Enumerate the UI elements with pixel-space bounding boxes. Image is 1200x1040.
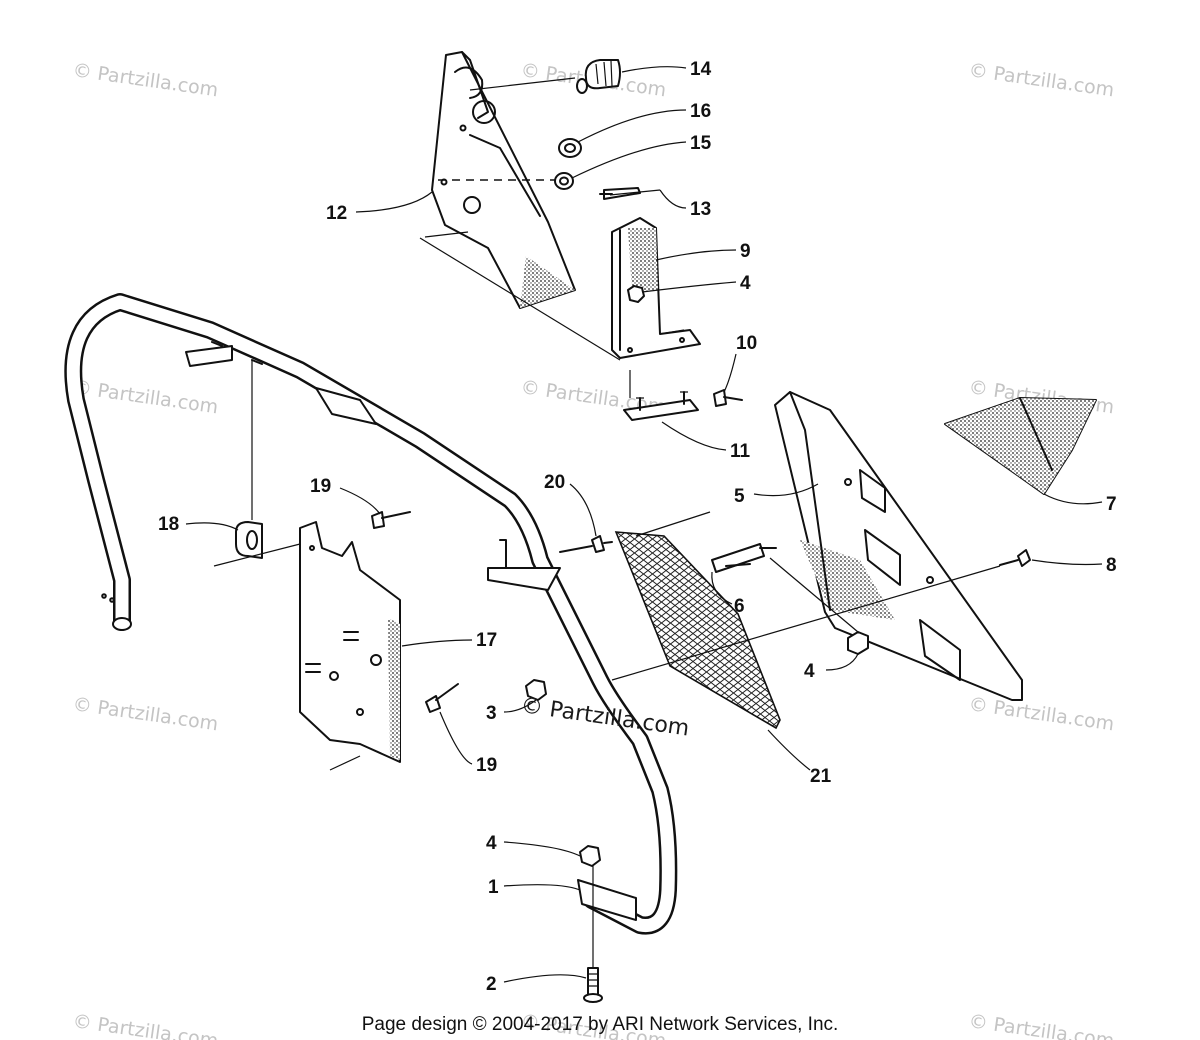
- callout-3: 3: [486, 703, 497, 724]
- callout-15: 15: [690, 133, 712, 154]
- bumper-tube: [64, 293, 678, 935]
- callout-12: 12: [326, 203, 347, 224]
- part-4-nut-lower: [579, 845, 601, 867]
- part-9-bracket: [611, 217, 701, 359]
- part-4-nut-right: [847, 631, 869, 655]
- watermark: © Partzilla.com: [967, 693, 1115, 735]
- part-3-nut: [525, 679, 547, 701]
- callout-16: 16: [690, 101, 711, 122]
- part-8-bolt: [999, 549, 1031, 567]
- part-19-rivet-lower: [425, 683, 459, 713]
- part-17-left-panel: [299, 521, 401, 763]
- callout-18: 18: [158, 514, 179, 535]
- callout-4-right: 4: [804, 661, 815, 682]
- callout-10: 10: [736, 333, 757, 354]
- part-16-washer: [558, 138, 582, 158]
- part-4-nut-upper: [627, 285, 645, 303]
- callout-21: 21: [810, 766, 832, 787]
- part-5-right-panel: [774, 391, 1023, 701]
- watermark: © Partzilla.com: [967, 1010, 1115, 1040]
- part-15-bushing: [554, 172, 574, 190]
- watermark: © Partzilla.com: [967, 59, 1115, 101]
- watermark: © Partzilla.com: [71, 693, 219, 735]
- callout-4-upper: 4: [740, 273, 751, 294]
- callout-11: 11: [730, 441, 751, 462]
- callout-19-upper: 19: [310, 476, 331, 497]
- callout-8: 8: [1106, 555, 1117, 576]
- copyright-footer: Page design © 2004-2017 by ARI Network S…: [362, 1014, 839, 1035]
- part-12-upper-bracket: [424, 51, 576, 309]
- part-7-cover: [944, 397, 1097, 495]
- part-10-screw: [713, 389, 743, 407]
- watermark: © Partzilla.com: [71, 1010, 219, 1040]
- callout-9: 9: [740, 241, 751, 262]
- callout-13: 13: [690, 199, 711, 220]
- callout-4-lower: 4: [486, 833, 497, 854]
- part-2-bolt: [583, 967, 603, 1003]
- part-21-mesh-screen: [614, 531, 781, 730]
- part-18-clamp: [235, 521, 263, 559]
- part-20-rivet: [559, 535, 613, 553]
- callouts: 14 16 15 13 12 9 4 10 11 5 7 8 6 4 21 20…: [158, 59, 1117, 995]
- callout-7: 7: [1106, 494, 1117, 515]
- callout-19-lower: 19: [476, 755, 497, 776]
- part-11-clip-plate: [623, 391, 699, 421]
- part-19-rivet-upper: [371, 511, 411, 529]
- callout-17: 17: [476, 630, 497, 651]
- part-6-plate: [711, 543, 777, 573]
- part-13-rivet: [599, 187, 661, 200]
- assembly-lines: [213, 237, 1001, 968]
- leader-lines: [185, 66, 1103, 983]
- callout-6: 6: [734, 596, 745, 617]
- callout-1: 1: [488, 877, 499, 898]
- callout-5: 5: [734, 486, 745, 507]
- watermark: © Partzilla.com: [71, 59, 219, 101]
- part-14-grommet: [576, 59, 621, 94]
- watermark: © Partzilla.com: [71, 376, 219, 418]
- callout-20: 20: [544, 472, 565, 493]
- callout-2: 2: [486, 974, 497, 995]
- callout-14: 14: [690, 59, 712, 80]
